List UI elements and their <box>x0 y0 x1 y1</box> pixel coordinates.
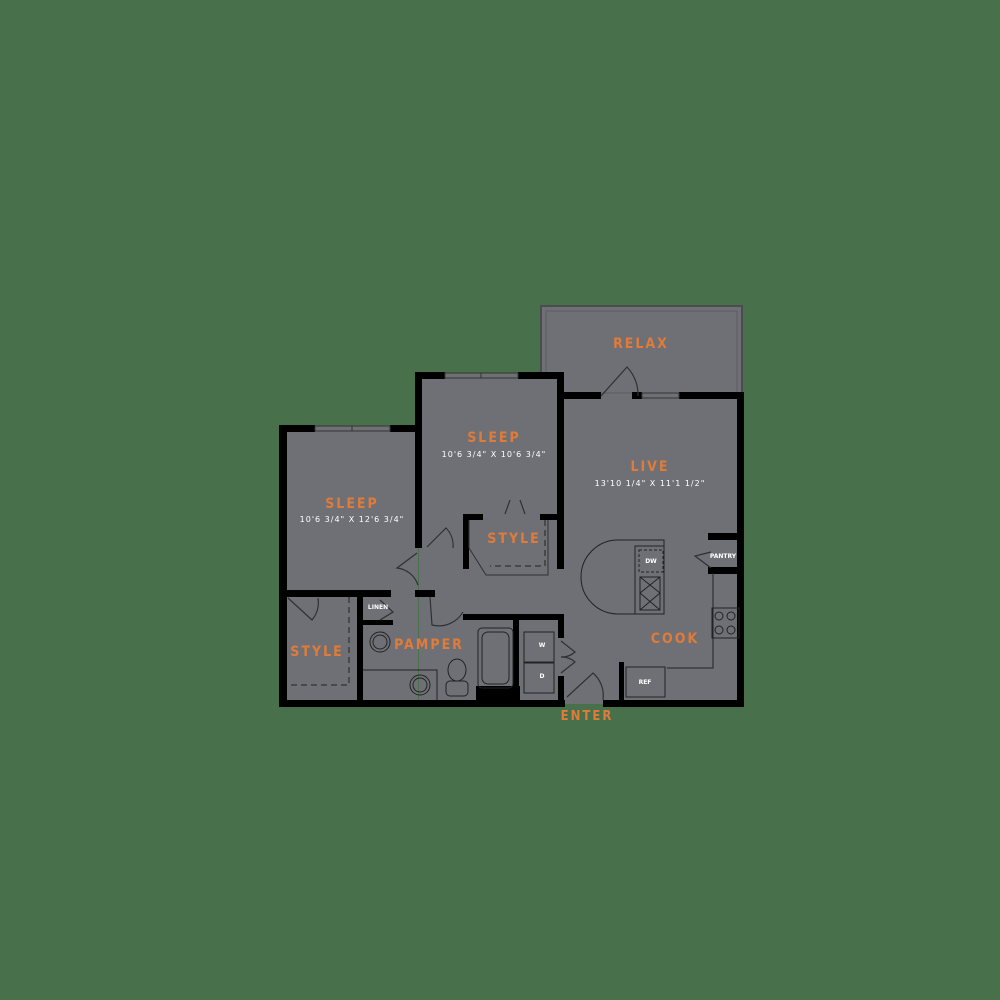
fixture-label-washer: W <box>538 642 546 649</box>
floor-fill <box>283 376 740 704</box>
fixture-label-refrigerator: REF <box>638 679 652 686</box>
room-dimensions-sleep-1: 10'6 3/4" X 12'6 3/4" <box>299 515 405 524</box>
walls <box>279 372 744 707</box>
doors <box>287 366 712 701</box>
room-label-pamper: PAMPER <box>394 637 464 653</box>
fixture-label-dishwasher: DW <box>645 558 657 565</box>
balcony-relax <box>540 305 743 399</box>
room-label-live: LIVE <box>630 459 670 475</box>
room-label-relax: RELAX <box>613 336 669 352</box>
room-label-cook: COOK <box>650 631 700 647</box>
room-label-style-2: STYLE <box>487 531 541 547</box>
bath-fixtures <box>363 627 555 700</box>
style-closet-2-outline <box>468 520 549 576</box>
fixture-label-linen: LINEN <box>367 604 389 611</box>
room-label-sleep-2: SLEEP <box>467 430 521 446</box>
windows <box>314 372 680 432</box>
room-label-style-1: STYLE <box>290 644 344 660</box>
room-dimensions-sleep-2: 10'6 3/4" X 10'6 3/4" <box>441 450 547 459</box>
room-label-sleep-1: SLEEP <box>325 496 379 512</box>
fixture-label-dryer: D <box>539 673 545 680</box>
entry-label-enter: ENTER <box>560 709 614 724</box>
fixture-label-pantry: PANTRY <box>709 553 737 560</box>
closet-rods <box>287 520 546 686</box>
room-dimensions-live: 13'10 1/4" X 11'1 1/2" <box>594 479 706 488</box>
kitchen-fixtures <box>580 539 740 698</box>
